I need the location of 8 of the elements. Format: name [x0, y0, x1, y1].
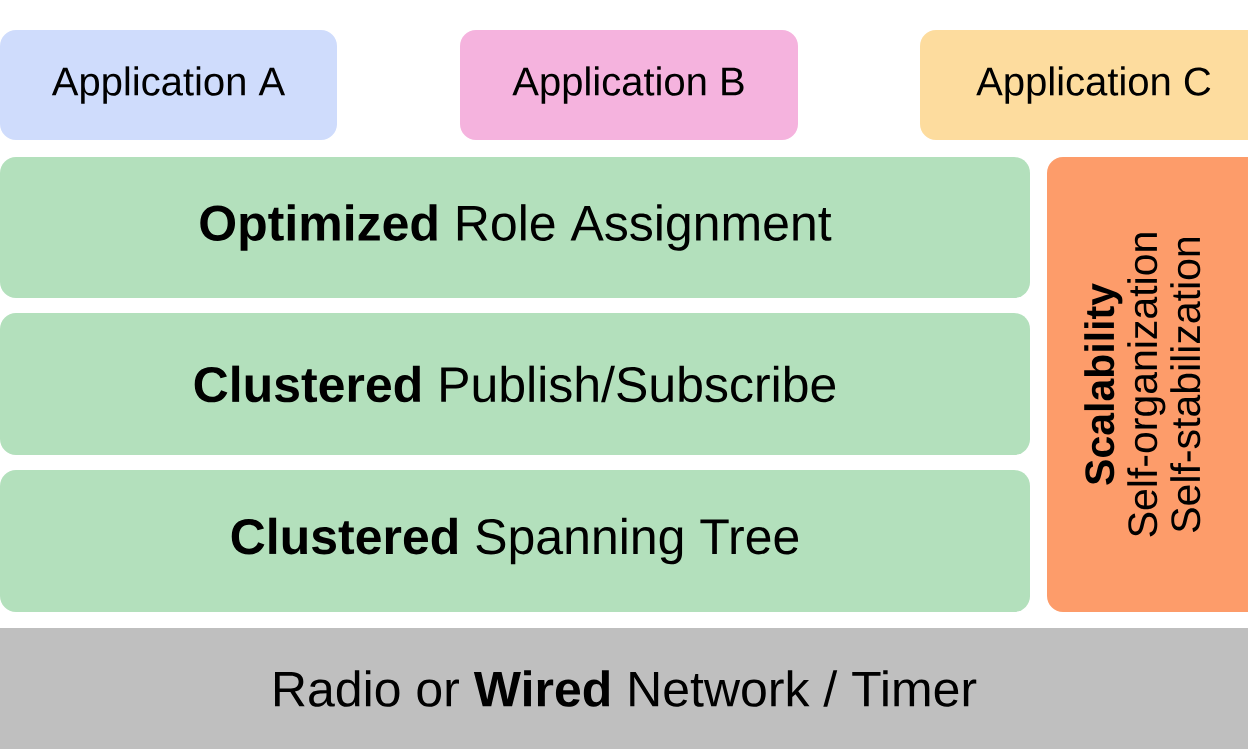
layer-box: Clustered Spanning Tree	[0, 470, 1030, 612]
app-box: Application C	[920, 30, 1248, 140]
app-box: Application B	[460, 30, 798, 140]
property-box: Scalability Self-organization Self-stabilization	[1047, 157, 1248, 612]
network-box: Radio or Wired Network / Timer	[0, 628, 1248, 749]
layer-box: Optimized Role Assignment	[0, 157, 1030, 298]
layer-box: Clustered Publish/Subscribe	[0, 313, 1030, 455]
app-box: Application A	[0, 30, 337, 140]
